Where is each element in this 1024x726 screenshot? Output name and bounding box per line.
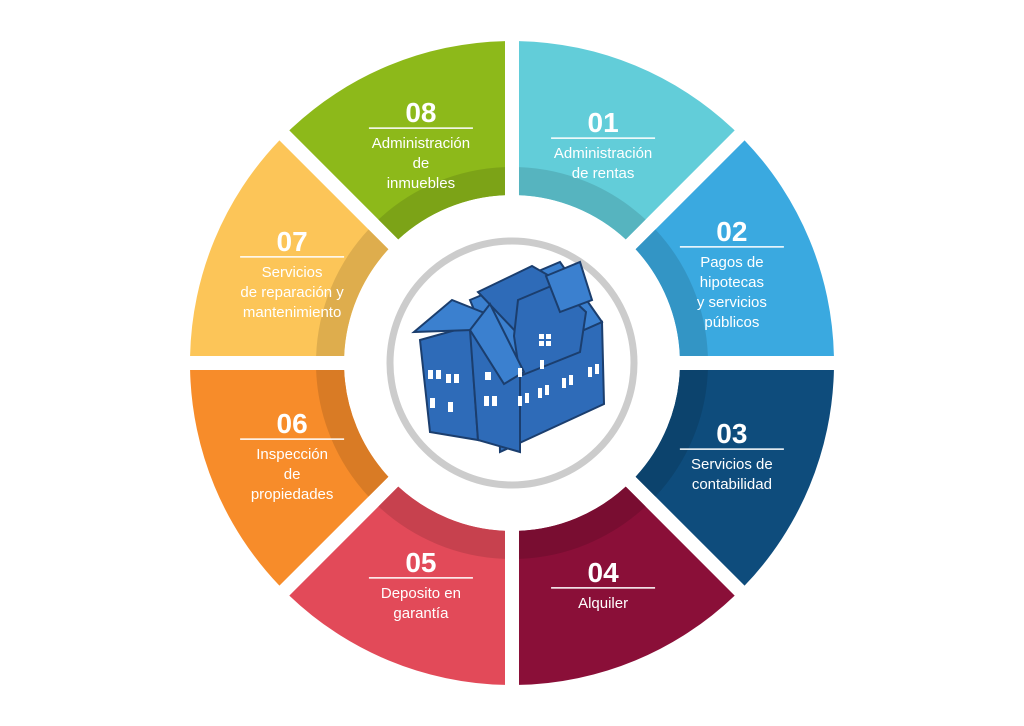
segment-text: Deposito en (381, 585, 461, 602)
segment-number: 01 (588, 107, 619, 138)
segment-number: 03 (716, 418, 747, 449)
segment-band-02 (635, 229, 708, 357)
segment-number: 04 (588, 557, 620, 588)
segment-text: hipotecas (700, 274, 764, 291)
segment-text: Alquiler (578, 595, 628, 612)
segment-band-06 (316, 369, 389, 497)
segment-text: mantenimiento (243, 304, 341, 321)
segment-text: públicos (704, 314, 759, 331)
segment-band-05 (378, 486, 506, 559)
segment-band-08 (378, 167, 506, 240)
segment-band-01 (518, 167, 646, 240)
segment-number: 08 (405, 97, 436, 128)
segment-text: contabilidad (692, 476, 772, 493)
segment-number: 02 (716, 216, 747, 247)
segment-band-04 (518, 486, 646, 559)
segment-number: 06 (277, 408, 308, 439)
segment-text: de reparación y (240, 284, 344, 301)
segment-band-07 (316, 229, 389, 357)
segment-text: Inspección (256, 446, 328, 463)
segment-band-03 (635, 369, 708, 497)
segment-number: 05 (405, 547, 436, 578)
segment-text: y servicios (697, 294, 767, 311)
segment-text: de rentas (572, 165, 635, 182)
segment-text: Pagos de (700, 254, 763, 271)
house-icon (411, 260, 606, 454)
segment-text: Administración (372, 135, 470, 152)
segment-text: Administración (554, 145, 652, 162)
segment-text: propiedades (251, 486, 334, 503)
segments-layer (190, 41, 834, 685)
segment-text: Servicios (262, 264, 323, 281)
segment-text: inmuebles (387, 175, 455, 192)
segment-text: Servicios de (691, 456, 773, 473)
segment-number: 07 (277, 226, 308, 257)
segment-text: garantía (393, 605, 449, 622)
segment-text: de (284, 466, 301, 483)
segment-text: de (413, 155, 430, 172)
